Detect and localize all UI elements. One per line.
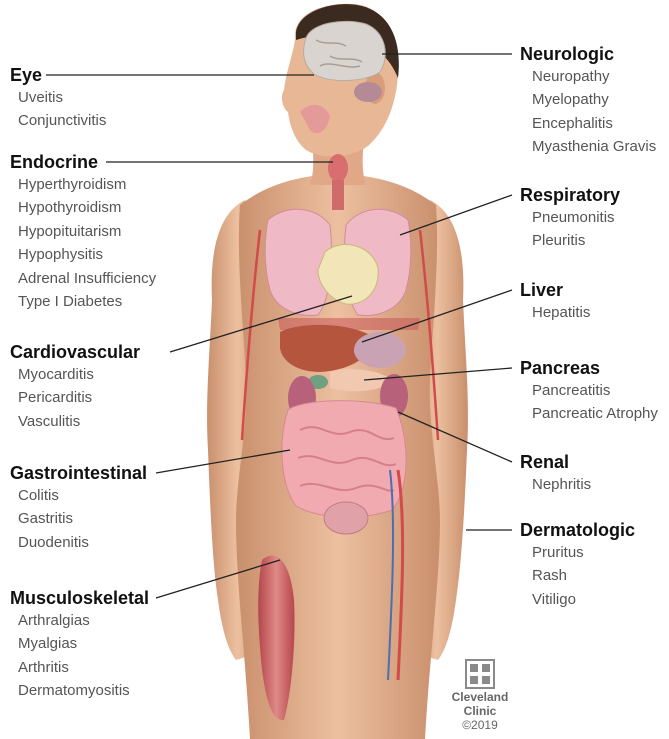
copyright: ©2019 bbox=[440, 718, 520, 733]
group-liver: Liver Hepatitis bbox=[520, 279, 590, 324]
list-item: Neuropathy bbox=[520, 65, 656, 88]
list-item: Pneumonitis bbox=[520, 206, 620, 229]
group-gastrointestinal: Gastrointestinal Colitis Gastritis Duode… bbox=[10, 462, 147, 554]
category-title: Endocrine bbox=[10, 151, 156, 173]
category-title: Liver bbox=[520, 279, 590, 301]
list-item: Myelopathy bbox=[520, 88, 656, 111]
group-neurologic: Neurologic Neuropathy Myelopathy Encepha… bbox=[520, 43, 656, 159]
list-item: Rash bbox=[520, 564, 635, 587]
list-item: Pancreatitis bbox=[520, 379, 658, 402]
list-item: Dermatomyositis bbox=[10, 679, 149, 702]
category-title: Cardiovascular bbox=[10, 341, 140, 363]
list-item: Pruritus bbox=[520, 541, 635, 564]
group-endocrine: Endocrine Hyperthyroidism Hypothyroidism… bbox=[10, 151, 156, 313]
list-item: Conjunctivitis bbox=[10, 109, 106, 132]
list-item: Pleuritis bbox=[520, 229, 620, 252]
list-item: Pancreatic Atrophy bbox=[520, 402, 658, 425]
list-item: Colitis bbox=[10, 484, 147, 507]
list-item: Gastritis bbox=[10, 507, 147, 530]
list-item: Myocarditis bbox=[10, 363, 140, 386]
category-title: Musculoskeletal bbox=[10, 587, 149, 609]
cleveland-clinic-logo: Cleveland Clinic ©2019 bbox=[440, 660, 520, 733]
group-respiratory: Respiratory Pneumonitis Pleuritis bbox=[520, 184, 620, 253]
group-renal: Renal Nephritis bbox=[520, 451, 591, 496]
list-item: Nephritis bbox=[520, 473, 591, 496]
category-title: Respiratory bbox=[520, 184, 620, 206]
category-title: Neurologic bbox=[520, 43, 656, 65]
group-dermatologic: Dermatologic Pruritus Rash Vitiligo bbox=[520, 519, 635, 611]
list-item: Vitiligo bbox=[520, 588, 635, 611]
list-item: Hyperthyroidism bbox=[10, 173, 156, 196]
category-title: Eye bbox=[10, 64, 106, 86]
list-item: Arthritis bbox=[10, 656, 149, 679]
list-item: Myasthenia Gravis bbox=[520, 135, 656, 158]
category-title: Renal bbox=[520, 451, 591, 473]
category-title: Pancreas bbox=[520, 357, 658, 379]
list-item: Duodenitis bbox=[10, 531, 147, 554]
group-pancreas: Pancreas Pancreatitis Pancreatic Atrophy bbox=[520, 357, 658, 426]
list-item: Hypopituitarism bbox=[10, 220, 156, 243]
list-item: Myalgias bbox=[10, 632, 149, 655]
group-eye: Eye Uveitis Conjunctivitis bbox=[10, 64, 106, 133]
list-item: Encephalitis bbox=[520, 112, 656, 135]
logo-line-1: Cleveland bbox=[440, 690, 520, 704]
category-title: Dermatologic bbox=[520, 519, 635, 541]
list-item: Arthralgias bbox=[10, 609, 149, 632]
category-title: Gastrointestinal bbox=[10, 462, 147, 484]
list-item: Uveitis bbox=[10, 86, 106, 109]
list-item: Vasculitis bbox=[10, 410, 140, 433]
list-item: Hepatitis bbox=[520, 301, 590, 324]
group-cardiovascular: Cardiovascular Myocarditis Pericarditis … bbox=[10, 341, 140, 433]
group-musculoskeletal: Musculoskeletal Arthralgias Myalgias Art… bbox=[10, 587, 149, 703]
list-item: Type I Diabetes bbox=[10, 290, 156, 313]
list-item: Hypophysitis bbox=[10, 243, 156, 266]
list-item: Pericarditis bbox=[10, 386, 140, 409]
list-item: Hypothyroidism bbox=[10, 196, 156, 219]
list-item: Adrenal Insufficiency bbox=[10, 267, 156, 290]
logo-line-2: Clinic bbox=[440, 704, 520, 718]
